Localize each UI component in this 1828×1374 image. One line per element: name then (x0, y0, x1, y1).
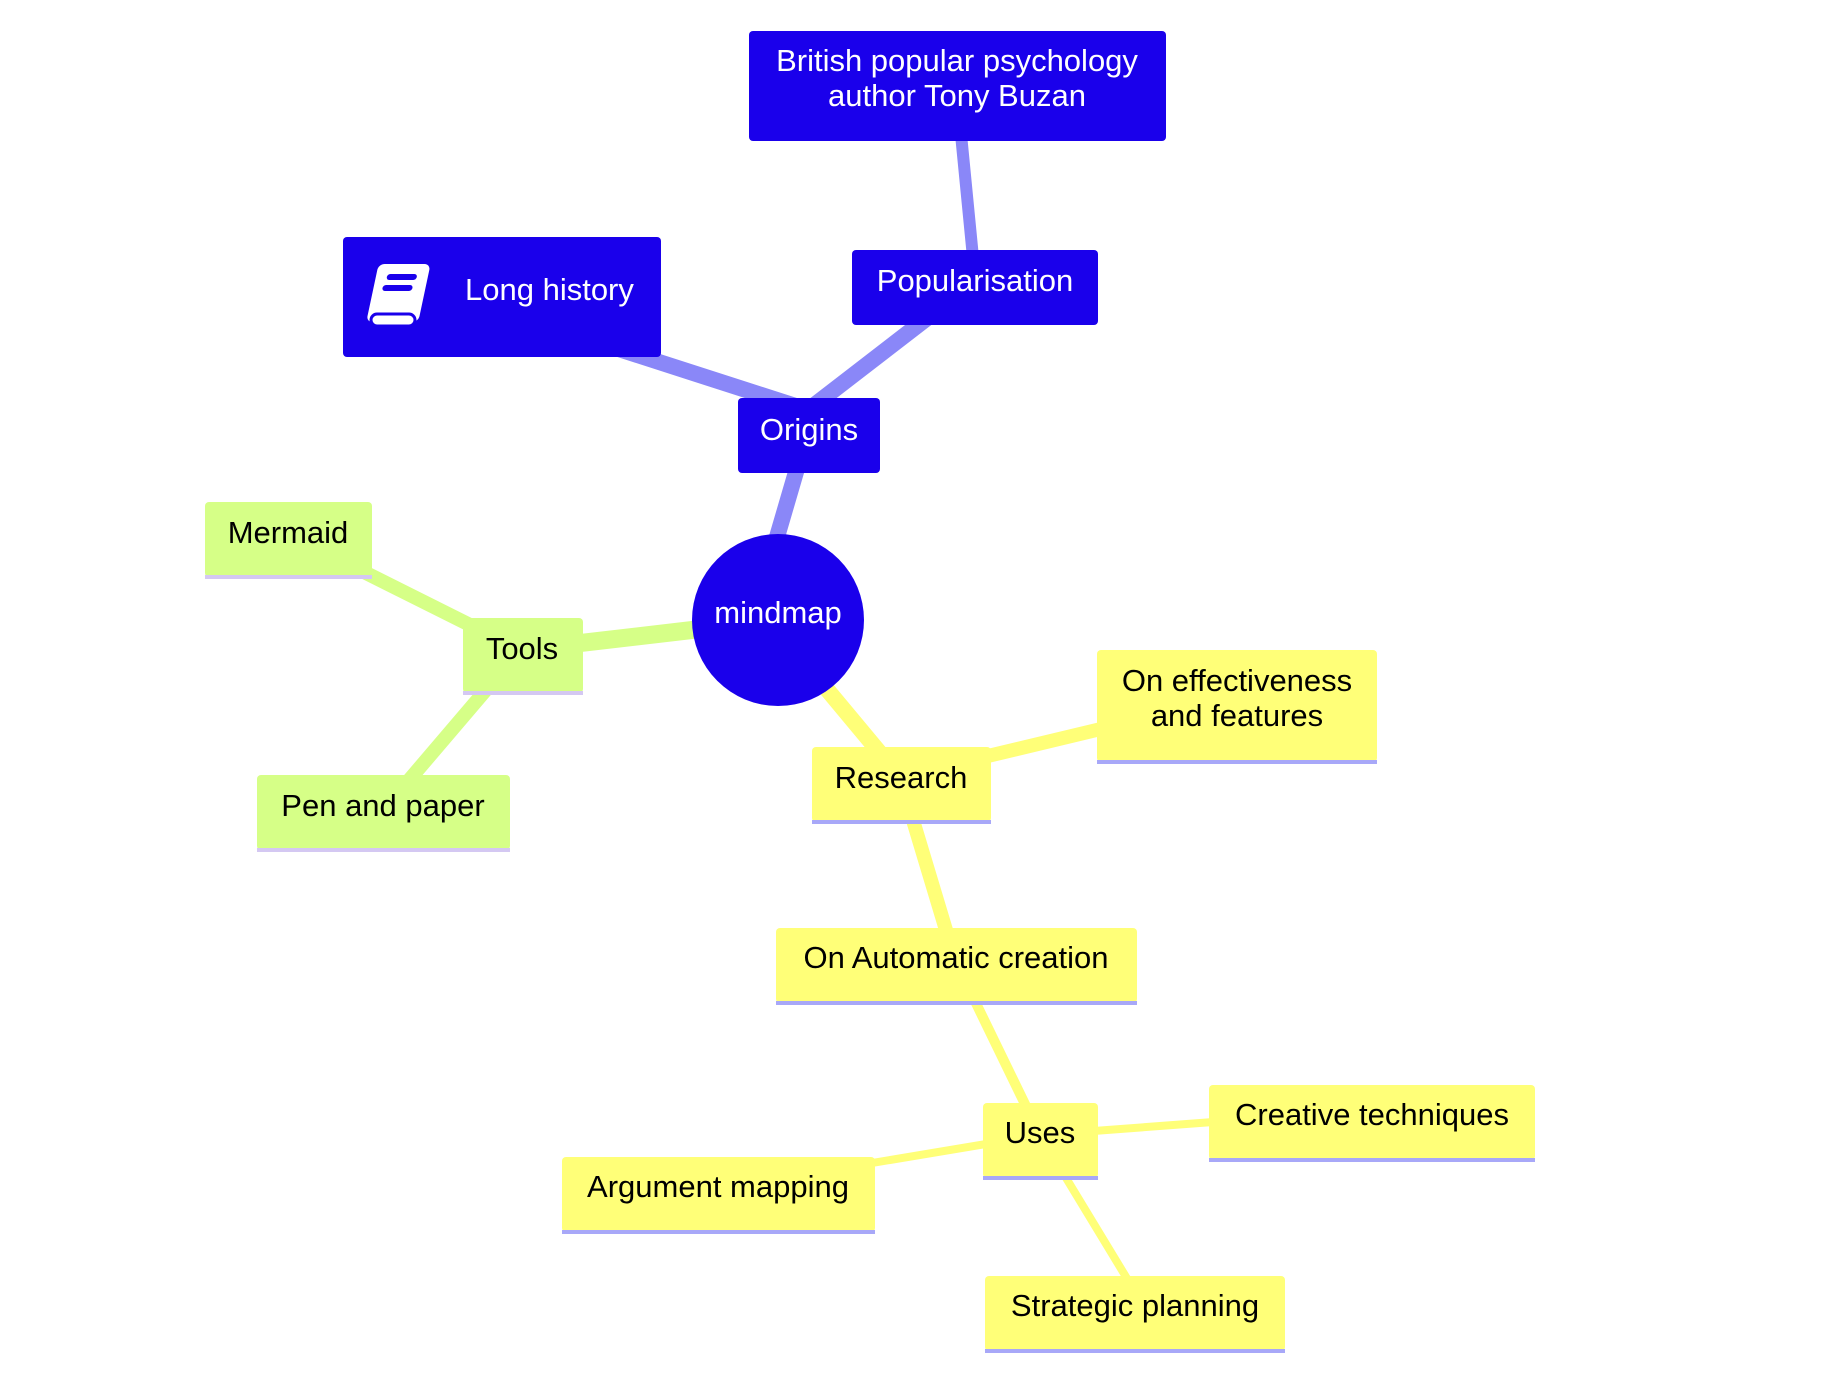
node-uses-label: Uses (1005, 1115, 1076, 1150)
node-origins-label: Origins (760, 412, 858, 447)
node-mermaid-label: Mermaid (228, 515, 349, 550)
node-long-history-label: Long history (465, 272, 634, 307)
node-argument[interactable]: Argument mapping (562, 1157, 875, 1234)
node-popularisation-label: Popularisation (877, 263, 1073, 298)
root-node[interactable]: mindmap (692, 534, 864, 706)
root-node-label: mindmap (714, 595, 842, 630)
node-research[interactable]: Research (812, 747, 991, 824)
node-tools[interactable]: Tools (463, 618, 583, 695)
node-argument-label: Argument mapping (587, 1169, 849, 1204)
node-strategic-label: Strategic planning (1011, 1288, 1259, 1323)
node-long-history[interactable]: Long history (343, 237, 661, 357)
node-author[interactable]: British popular psychology author Tony B… (749, 31, 1166, 141)
node-automatic[interactable]: On Automatic creation (776, 928, 1137, 1005)
node-research-label: Research (835, 760, 968, 795)
node-effectiveness-line-1: On effectiveness (1122, 663, 1352, 698)
node-popularisation[interactable]: Popularisation (852, 250, 1098, 325)
node-pen-and-paper-label: Pen and paper (281, 788, 484, 823)
node-author-line-1: British popular psychology (776, 43, 1138, 78)
node-effectiveness-line-2: and features (1151, 698, 1323, 733)
node-uses[interactable]: Uses (983, 1103, 1098, 1180)
node-creative-label: Creative techniques (1235, 1097, 1509, 1132)
node-tools-label: Tools (486, 631, 558, 666)
node-effectiveness[interactable]: On effectiveness and features (1097, 650, 1377, 764)
node-creative[interactable]: Creative techniques (1209, 1085, 1535, 1162)
node-origins[interactable]: Origins (738, 398, 880, 473)
node-author-line-2: author Tony Buzan (828, 78, 1086, 113)
node-pen-and-paper[interactable]: Pen and paper (257, 775, 510, 852)
node-strategic[interactable]: Strategic planning (985, 1276, 1285, 1353)
book-icon (367, 264, 430, 328)
node-mermaid[interactable]: Mermaid (205, 502, 372, 579)
node-automatic-label: On Automatic creation (804, 940, 1109, 975)
